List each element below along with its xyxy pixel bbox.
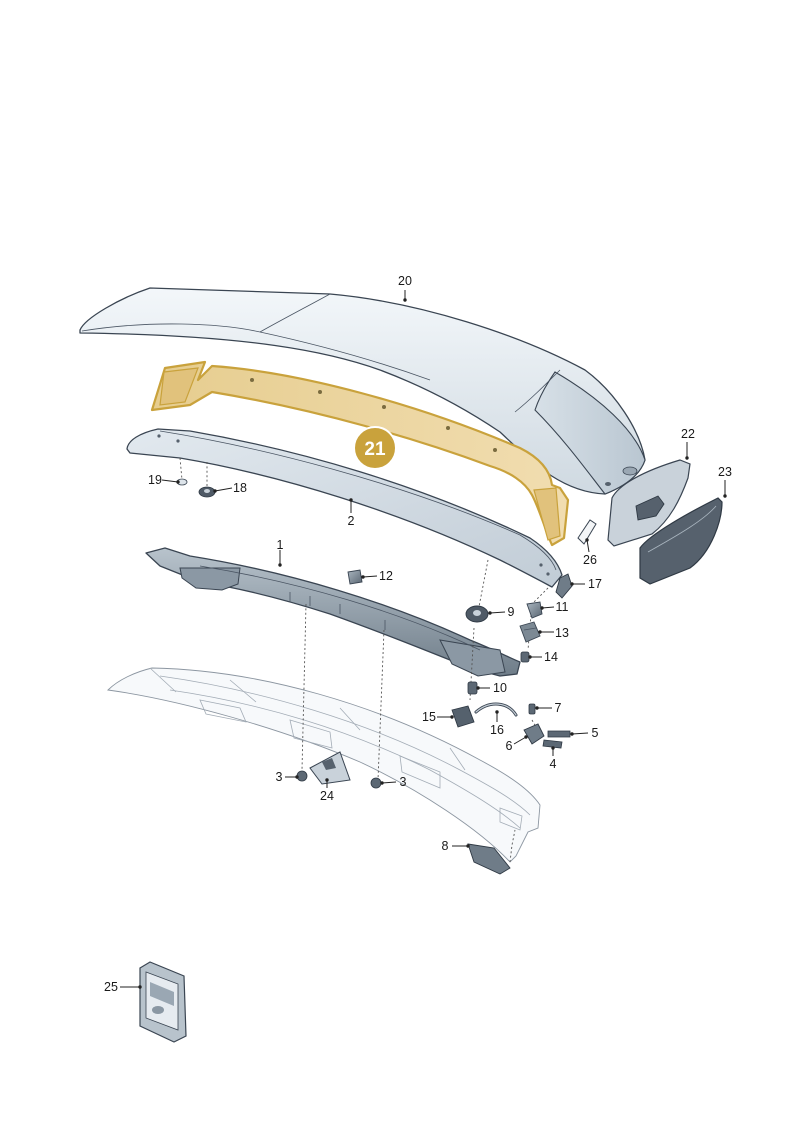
callout-25: 25 bbox=[104, 980, 118, 994]
callout-18: 18 bbox=[233, 481, 247, 495]
callout-23: 23 bbox=[718, 465, 732, 479]
callout-6: 6 bbox=[506, 739, 513, 753]
part-11-cap bbox=[526, 601, 543, 619]
part-26-pad bbox=[577, 519, 597, 545]
part-22-end-cap-carrier bbox=[607, 459, 691, 547]
part-25-label bbox=[139, 961, 187, 1043]
callout-12: 12 bbox=[379, 569, 393, 583]
part-10-bolt bbox=[467, 681, 478, 695]
callout-7: 7 bbox=[555, 701, 562, 715]
callout-3-left: 3 bbox=[276, 770, 283, 784]
callout-22: 22 bbox=[681, 427, 695, 441]
part-12-bump-stop bbox=[347, 569, 363, 585]
callout-5: 5 bbox=[592, 726, 599, 740]
callout-3-right: 3 bbox=[400, 775, 407, 789]
callout-17: 17 bbox=[588, 577, 602, 591]
leader-lines bbox=[120, 290, 727, 989]
callout-4: 4 bbox=[550, 757, 557, 771]
callout-14: 14 bbox=[544, 650, 558, 664]
spoiler-inner-panel-highlighted bbox=[150, 360, 570, 547]
badge-label: 21 bbox=[364, 439, 386, 460]
callout-labels: 20 22 23 19 18 2 26 1 12 17 9 11 13 14 1… bbox=[104, 274, 732, 994]
part-21-highlight-badge: 21 bbox=[353, 426, 397, 470]
part-17-seal bbox=[555, 573, 573, 599]
part-24-bracket bbox=[309, 751, 351, 785]
callout-1: 1 bbox=[277, 538, 284, 552]
rear-spoiler-wing bbox=[79, 287, 646, 495]
part-3-nut-left bbox=[296, 770, 308, 782]
part-13-clip bbox=[519, 621, 541, 643]
callout-10: 10 bbox=[493, 681, 507, 695]
part-4-bolt bbox=[542, 739, 563, 749]
rear-lid-panel bbox=[107, 667, 541, 863]
part-9-grommet bbox=[465, 605, 489, 623]
callout-24: 24 bbox=[320, 789, 334, 803]
callout-9: 9 bbox=[508, 605, 515, 619]
callout-15: 15 bbox=[422, 710, 436, 724]
callout-20: 20 bbox=[398, 274, 412, 288]
part-15-bracket bbox=[451, 705, 475, 728]
part-23-end-cap-cover bbox=[639, 497, 723, 585]
spoiler-carrier-rail bbox=[145, 547, 521, 677]
part-16-hose bbox=[474, 702, 518, 717]
callout-16: 16 bbox=[490, 723, 504, 737]
callout-2: 2 bbox=[348, 514, 355, 528]
part-5-bolt bbox=[547, 730, 571, 738]
part-14-bolt bbox=[520, 651, 530, 663]
callout-11: 11 bbox=[556, 600, 569, 614]
callout-19: 19 bbox=[148, 473, 162, 487]
part-7-screw bbox=[528, 703, 536, 715]
part-18-grommet bbox=[198, 486, 216, 498]
badge-circle bbox=[353, 426, 397, 470]
part-6-bracket bbox=[523, 723, 545, 745]
callout-8: 8 bbox=[442, 839, 449, 853]
spoiler-seal-strip bbox=[126, 428, 563, 588]
callout-13: 13 bbox=[555, 626, 569, 640]
part-3-nut-right bbox=[370, 777, 382, 789]
callout-26: 26 bbox=[583, 553, 597, 567]
part-8-bracket bbox=[467, 843, 511, 875]
